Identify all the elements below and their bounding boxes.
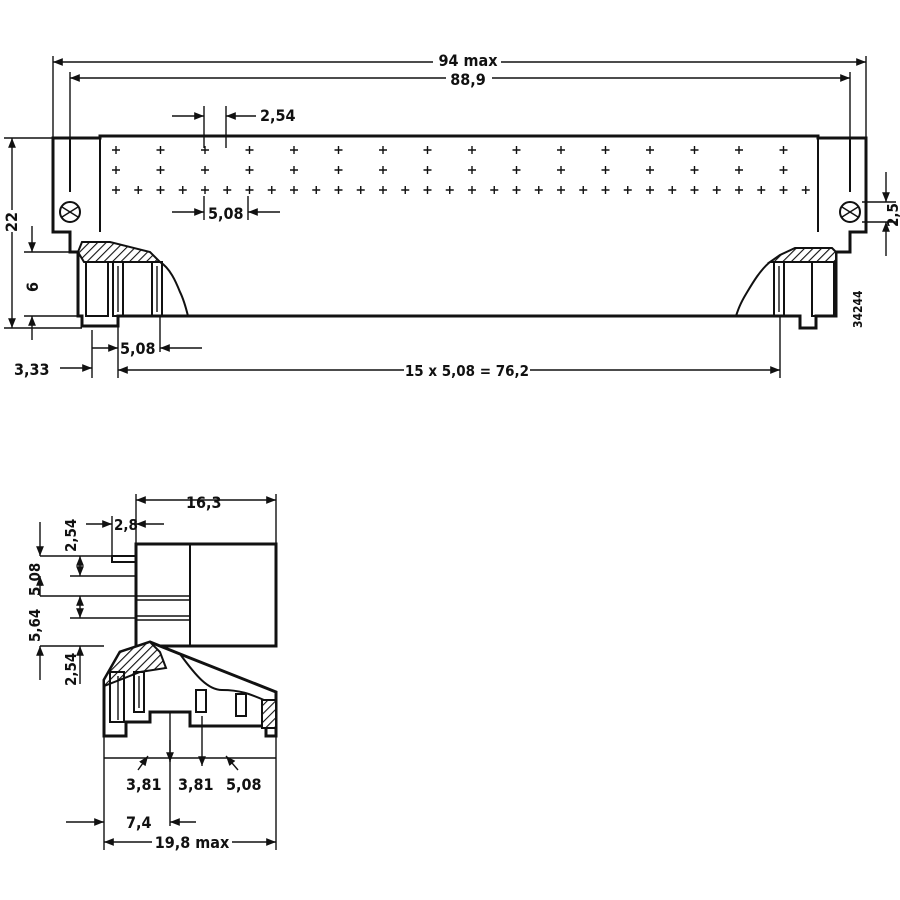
contact-position-mark xyxy=(334,186,343,194)
contact-position-mark xyxy=(134,186,143,194)
contact-position-mark xyxy=(334,166,343,174)
contact-position-mark xyxy=(579,186,588,194)
dim-side-row-spacing: 5,08 xyxy=(26,563,44,596)
contact-position-mark xyxy=(601,186,610,194)
right-cutaway-section xyxy=(735,247,837,317)
contact-position-mark xyxy=(201,186,209,194)
contact-position-mark xyxy=(779,166,788,174)
contact-position-mark xyxy=(601,166,610,174)
contact-position-mark xyxy=(557,166,565,174)
side-view: 16,3 2,8 2,54 5,08 5,64 2,54 3,81 3,81 5 xyxy=(26,493,278,852)
dim-side-leg-b: 3,81 xyxy=(178,775,214,794)
contact-position-mark xyxy=(735,186,743,194)
dim-row-pitch: 2,54 xyxy=(260,106,296,125)
contact-pin-grid xyxy=(112,146,810,194)
dim-hole-diameter: 2,5 xyxy=(884,203,900,227)
contact-position-mark xyxy=(156,146,165,154)
contact-position-mark xyxy=(112,146,120,154)
contact-position-mark xyxy=(490,186,499,194)
contact-position-mark xyxy=(423,166,432,174)
dim-overall-width: 94 max xyxy=(438,51,498,70)
contact-position-mark xyxy=(668,186,677,194)
front-view: 94 max 88,9 2,54 5,08 22 6 xyxy=(2,50,900,380)
contact-position-mark xyxy=(445,186,454,194)
contact-position-mark xyxy=(379,166,387,174)
contact-position-mark xyxy=(646,146,654,154)
contact-position-mark xyxy=(379,186,387,194)
contact-position-mark xyxy=(290,186,298,194)
contact-position-mark xyxy=(712,186,721,194)
contact-position-mark xyxy=(468,166,476,174)
dim-side-pin-height: 5,64 xyxy=(26,609,44,642)
contact-position-mark xyxy=(690,186,699,194)
contact-position-mark xyxy=(356,186,365,194)
dim-leg-span: 15 x 5,08 = 76,2 xyxy=(405,362,529,380)
contact-position-mark xyxy=(201,166,209,174)
contact-position-mark xyxy=(623,186,632,194)
contact-position-mark xyxy=(779,146,788,154)
dim-column-pitch: 5,08 xyxy=(208,204,244,223)
contact-position-mark xyxy=(646,186,654,194)
contact-position-mark xyxy=(401,186,410,194)
contact-position-mark xyxy=(557,146,565,154)
contact-position-mark xyxy=(112,186,120,194)
contact-position-mark xyxy=(601,146,610,154)
contact-position-mark xyxy=(178,186,187,194)
contact-position-mark xyxy=(468,186,476,194)
contact-position-mark xyxy=(512,186,521,194)
contact-position-mark xyxy=(779,186,788,194)
contact-position-mark xyxy=(534,186,543,194)
dim-side-total: 19,8 max xyxy=(155,833,230,852)
contact-position-mark xyxy=(223,186,232,194)
dim-side-leg-c: 5,08 xyxy=(226,775,262,794)
contact-position-mark xyxy=(557,186,565,194)
contact-position-mark xyxy=(267,186,276,194)
dim-side-top-pitch: 2,54 xyxy=(62,519,80,552)
contact-position-mark xyxy=(801,186,810,194)
contact-position-mark xyxy=(468,146,476,154)
contact-position-mark xyxy=(290,166,298,174)
dim-left-offset: 3,33 xyxy=(14,360,50,379)
contact-position-mark xyxy=(757,186,766,194)
contact-position-mark xyxy=(245,186,254,194)
dim-total-height: 22 xyxy=(2,212,21,232)
contact-position-mark xyxy=(690,146,699,154)
contact-position-mark xyxy=(379,146,387,154)
drawing-number: 34244 xyxy=(851,290,865,328)
contact-position-mark xyxy=(156,166,165,174)
dim-side-lower-pitch: 2,54 xyxy=(62,653,80,686)
contact-position-mark xyxy=(735,146,743,154)
contact-position-mark xyxy=(646,166,654,174)
contact-position-mark xyxy=(423,186,432,194)
contact-position-mark xyxy=(201,146,209,154)
dim-side-depth: 16,3 xyxy=(186,493,222,512)
dim-side-leg-a: 3,81 xyxy=(126,775,162,794)
left-mounting-hole-icon xyxy=(59,201,81,223)
contact-position-mark xyxy=(112,166,120,174)
dim-lower-height: 6 xyxy=(23,282,42,292)
dim-leg-pitch: 5,08 xyxy=(120,339,156,358)
dim-mounting-hole-span: 88,9 xyxy=(450,70,486,89)
contact-position-mark xyxy=(512,166,521,174)
contact-position-mark xyxy=(423,146,432,154)
side-upper-housing xyxy=(134,542,278,648)
contact-position-mark xyxy=(312,186,321,194)
dim-side-tab: 2,8 xyxy=(114,516,138,534)
left-cutaway-section xyxy=(76,241,189,317)
contact-position-mark xyxy=(690,166,699,174)
contact-position-mark xyxy=(156,186,165,194)
contact-position-mark xyxy=(245,146,254,154)
contact-position-mark xyxy=(512,146,521,154)
contact-position-mark xyxy=(245,166,254,174)
contact-position-mark xyxy=(334,146,343,154)
dim-side-offset: 7,4 xyxy=(126,813,152,832)
contact-position-mark xyxy=(290,146,298,154)
right-mounting-hole-icon xyxy=(839,201,861,223)
contact-position-mark xyxy=(735,166,743,174)
